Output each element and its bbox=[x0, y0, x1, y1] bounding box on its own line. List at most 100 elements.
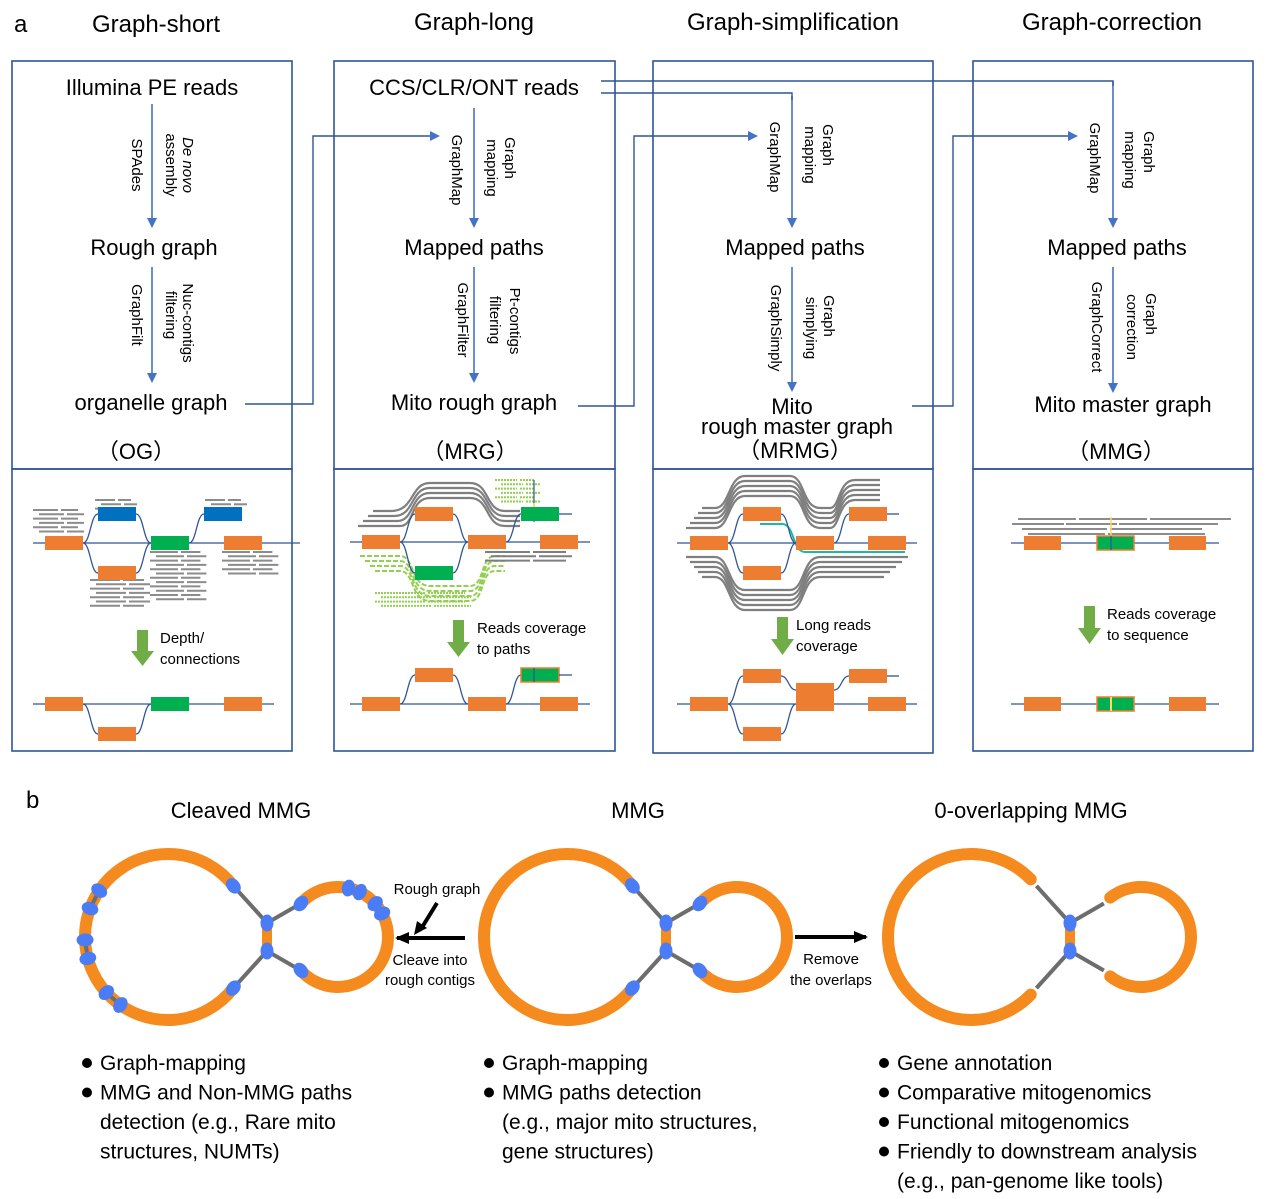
edge-curve bbox=[780, 542, 797, 574]
step-desc-line2: filtering bbox=[486, 296, 503, 344]
panel-letter-b: b bbox=[26, 787, 39, 814]
step-desc-line2: assembly bbox=[162, 133, 179, 197]
down-arrow-icon bbox=[131, 630, 154, 666]
edge-curve bbox=[505, 674, 522, 705]
contig-segment bbox=[45, 697, 83, 711]
long-read bbox=[698, 570, 890, 607]
node-dot bbox=[79, 951, 97, 966]
contig-segment bbox=[98, 727, 136, 741]
edge-curve bbox=[82, 542, 99, 574]
bullet-text: Functional mitogenomics bbox=[897, 1111, 1129, 1134]
contig-segment bbox=[521, 507, 559, 521]
tool-label-graphsimply: GraphSimply bbox=[767, 285, 784, 372]
step-desc-line1: Nuc-contigs bbox=[179, 283, 196, 362]
step-desc-line1: Pt-contigs bbox=[506, 288, 523, 355]
node-dot bbox=[293, 962, 309, 979]
pointer-arrowhead bbox=[414, 921, 427, 935]
abbr-mmg: （MMG） bbox=[1067, 439, 1165, 464]
graph-title-cleaved-mmg: Cleaved MMG bbox=[171, 798, 312, 823]
step-arrow-graph-long: Reads coverage to paths bbox=[447, 620, 586, 658]
box-graph-correction-illustration bbox=[972, 468, 1254, 752]
bullet-text: MMG paths detection bbox=[502, 1082, 702, 1105]
long-read bbox=[694, 565, 896, 602]
small-ring bbox=[693, 881, 793, 993]
bullet-dot bbox=[484, 1058, 494, 1068]
box-graph-long-illustration bbox=[333, 468, 616, 752]
step-label-line2: to paths bbox=[477, 641, 530, 658]
node-dot bbox=[226, 980, 241, 996]
transition-label-line1: Remove bbox=[803, 951, 859, 968]
panel-b: b Cleaved MMG MMG 0-overlapping MMG Roug… bbox=[26, 787, 1197, 1193]
connector-og-to-graph-long bbox=[245, 131, 440, 405]
contig-segment bbox=[415, 566, 453, 580]
bullet-text: Comparative mitogenomics bbox=[897, 1082, 1151, 1105]
bullet-text: (e.g., pan-genome like tools) bbox=[897, 1170, 1163, 1193]
graph-title-mmg: MMG bbox=[611, 798, 665, 823]
edge-curve bbox=[727, 513, 744, 544]
graph-cleaved-mmg bbox=[76, 848, 394, 1026]
bullet-dot bbox=[879, 1146, 889, 1157]
node-organelle-graph: organelle graph bbox=[75, 390, 228, 415]
link-line bbox=[1034, 949, 1072, 990]
node-dot bbox=[113, 997, 128, 1013]
node-dot bbox=[260, 914, 274, 932]
transition-label-line1: Cleave into bbox=[392, 952, 467, 969]
column-title-graph-short: Graph-short bbox=[92, 11, 220, 38]
edge-curve bbox=[452, 674, 469, 705]
step-desc-line2: mapping bbox=[483, 139, 500, 197]
edge-curve bbox=[727, 703, 744, 735]
contig-segment bbox=[868, 536, 906, 550]
edge-curve bbox=[399, 674, 416, 705]
node-dot bbox=[1063, 942, 1077, 960]
transition-remove-overlaps: Remove the overlaps bbox=[790, 931, 872, 989]
node-mapped-paths: Mapped paths bbox=[1047, 235, 1186, 260]
bullet-dot bbox=[879, 1058, 889, 1068]
contig-segment bbox=[743, 566, 781, 580]
contig-segment bbox=[540, 697, 578, 711]
tool-label-graphmap: GraphMap bbox=[448, 135, 465, 206]
step-desc-line2: simplying bbox=[802, 297, 819, 360]
abbr-mrmg: （MRMG） bbox=[738, 438, 852, 463]
long-read bbox=[702, 575, 884, 612]
small-ring bbox=[294, 881, 394, 993]
tool-label-graphcorrect: GraphCorrect bbox=[1088, 282, 1105, 374]
node-dot bbox=[659, 942, 673, 960]
long-read bbox=[368, 486, 520, 518]
step-desc-line1: Graph bbox=[819, 124, 836, 166]
bullet-dot bbox=[82, 1058, 92, 1068]
step-desc-line1: De novo bbox=[179, 137, 196, 193]
column-title-graph-correction: Graph-correction bbox=[1022, 9, 1202, 36]
long-read bbox=[373, 481, 520, 513]
illustration-graph-long bbox=[350, 479, 590, 711]
contig-segment bbox=[520, 667, 560, 683]
contig-segment bbox=[362, 535, 400, 549]
big-ring bbox=[882, 848, 1037, 1026]
connector-mrg-to-graph-simplification bbox=[578, 131, 758, 407]
illustration-graph-short bbox=[33, 499, 300, 741]
tool-label-graphfilt: GraphFilt bbox=[128, 284, 145, 347]
long-read bbox=[694, 484, 880, 520]
step-label-line1: Reads coverage bbox=[477, 620, 586, 637]
contig-segment bbox=[868, 697, 906, 711]
edge-curve bbox=[188, 513, 205, 544]
node-dot bbox=[260, 942, 274, 960]
illustration-graph-simplification bbox=[677, 474, 917, 741]
contig-segment bbox=[468, 535, 506, 549]
box-graph-simplification-illustration bbox=[652, 468, 934, 754]
step-label-line1: Long reads bbox=[796, 617, 871, 634]
long-read bbox=[686, 494, 880, 530]
node-dot bbox=[625, 878, 640, 894]
bullet-text: (e.g., major mito structures, bbox=[502, 1111, 758, 1134]
graph-0-overlapping-mmg bbox=[882, 848, 1197, 1026]
node-illumina-pe-reads: Illumina PE reads bbox=[66, 75, 238, 100]
long-read bbox=[690, 489, 880, 525]
contig-segment bbox=[468, 697, 506, 711]
connector-long-reads-to-simplification bbox=[601, 92, 793, 100]
node-dot bbox=[226, 878, 241, 894]
node-dot bbox=[91, 883, 108, 898]
contig-segment bbox=[1169, 697, 1206, 711]
contig-segment bbox=[743, 669, 781, 683]
bullet-text: Graph-mapping bbox=[100, 1052, 246, 1075]
